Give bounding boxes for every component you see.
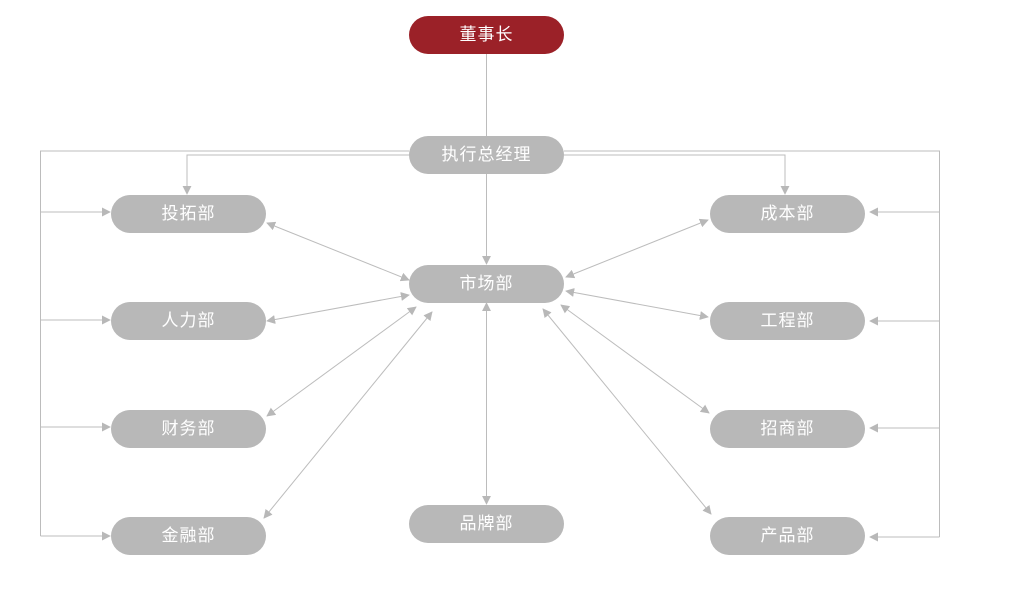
line-market-finance: [266, 306, 417, 417]
line-left-bracket: [40, 150, 409, 536]
line-ceo-invest: [182, 154, 409, 195]
node-hr: 人力部: [111, 302, 266, 340]
line-market-eng: [565, 288, 709, 320]
node-engineering: 工程部: [710, 302, 865, 340]
node-market: 市场部: [409, 265, 564, 303]
line-right-bracket: [564, 150, 940, 537]
line-market-cost: [565, 218, 709, 279]
line-market-product: [542, 308, 712, 515]
line-market-invest: [266, 221, 410, 282]
line-market-hr: [266, 292, 410, 324]
node-brand: 品牌部: [409, 505, 564, 543]
node-product: 产品部: [710, 517, 865, 555]
node-ceo: 执行总经理: [409, 136, 564, 174]
line-market-financing: [263, 311, 433, 519]
node-finance: 财务部: [111, 410, 266, 448]
node-cost: 成本部: [710, 195, 865, 233]
line-market-merch: [560, 304, 710, 414]
line-ceo-cost: [564, 154, 790, 195]
node-financing: 金融部: [111, 517, 266, 555]
node-merchant: 招商部: [710, 410, 865, 448]
node-chairman: 董事长: [409, 16, 564, 54]
node-invest: 投拓部: [111, 195, 266, 233]
